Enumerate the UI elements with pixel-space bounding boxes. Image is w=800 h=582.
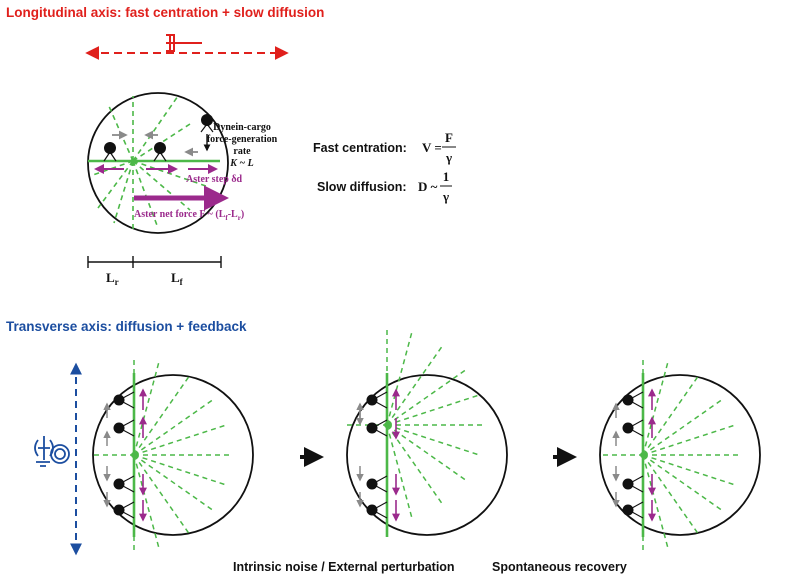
cell-boundary bbox=[87, 92, 229, 234]
net-force-label: Aster net force F ~ (Lf-Lr) bbox=[134, 209, 244, 222]
pipette-icon bbox=[166, 34, 202, 52]
dynein-cargo bbox=[366, 422, 378, 434]
cell-boundary bbox=[92, 374, 254, 536]
caption-recovery: Spontaneous recovery bbox=[492, 560, 627, 574]
svg-text:Fast centration:: Fast centration: bbox=[313, 141, 407, 155]
cell-recovered bbox=[599, 360, 761, 550]
aster-microtubules bbox=[603, 360, 738, 550]
length-scale-bar bbox=[87, 256, 222, 268]
dynein-cargo bbox=[366, 478, 378, 490]
fast-centration-equation: Fast centration: V = F γ bbox=[313, 130, 456, 165]
dynein-pull-arrows bbox=[112, 130, 198, 157]
dynein-cargo bbox=[622, 504, 634, 516]
cell-perturbed bbox=[346, 330, 508, 537]
lr-label: Lr bbox=[106, 270, 119, 287]
dynein-label-line4: K ~ L bbox=[229, 158, 253, 169]
longitudinal-cell bbox=[87, 92, 229, 234]
dynein-cargo bbox=[622, 394, 634, 406]
dynein-cargos bbox=[103, 114, 214, 162]
cell-initial bbox=[92, 360, 254, 550]
aster-microtubules bbox=[94, 360, 229, 550]
svg-text:γ: γ bbox=[445, 150, 452, 165]
cell-boundary bbox=[599, 374, 761, 536]
dynein-cargo bbox=[113, 394, 125, 406]
cell-boundary bbox=[346, 374, 508, 536]
dynein-cargo bbox=[113, 478, 125, 490]
dynein-cargo bbox=[113, 504, 125, 516]
caption-perturbation: Intrinsic noise / External perturbation bbox=[233, 560, 455, 574]
svg-text:D ~: D ~ bbox=[418, 179, 438, 194]
dynein-label-line1: Dynein-cargo bbox=[213, 122, 271, 133]
aster-step-label: Aster step δd bbox=[186, 174, 243, 185]
dynein-label-line2: force-generation bbox=[207, 134, 278, 145]
centrosome bbox=[640, 452, 646, 458]
longitudinal-title: Longitudinal axis: fast centration + slo… bbox=[6, 5, 324, 20]
svg-text:1: 1 bbox=[443, 169, 450, 184]
dynein-cargo bbox=[622, 478, 634, 490]
transverse-title: Transverse axis: diffusion + feedback bbox=[6, 319, 247, 334]
slow-diffusion-equation: Slow diffusion: D ~ 1 γ bbox=[317, 169, 452, 204]
lf-label: Lf bbox=[171, 270, 184, 287]
dynein-label-line3: rate bbox=[233, 146, 251, 157]
centrosome bbox=[130, 158, 136, 164]
centrosome bbox=[131, 452, 137, 458]
aster-microtubules bbox=[347, 330, 482, 520]
dynein-cargo bbox=[113, 422, 125, 434]
dynein-cargo bbox=[366, 394, 378, 406]
dynein-cargo bbox=[622, 422, 634, 434]
svg-text:V =: V = bbox=[422, 140, 442, 155]
svg-text:F: F bbox=[445, 130, 453, 145]
centrosome bbox=[384, 422, 390, 428]
optical-trap-icon bbox=[34, 436, 70, 467]
svg-text:γ: γ bbox=[442, 189, 449, 204]
svg-text:Slow diffusion:: Slow diffusion: bbox=[317, 180, 407, 194]
dynein-cargo bbox=[366, 504, 378, 516]
